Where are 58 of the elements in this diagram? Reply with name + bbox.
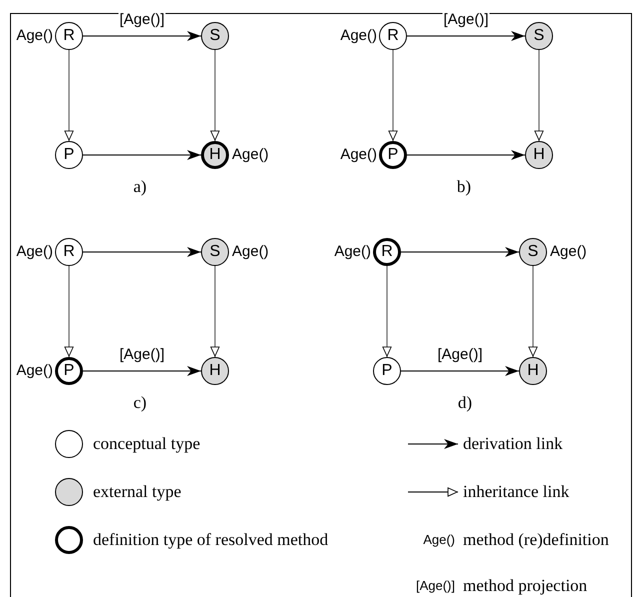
node-letter: P <box>64 147 74 163</box>
panel-caption: d) <box>458 394 472 411</box>
derivation-arrow <box>406 150 526 160</box>
method-label: Age() <box>340 147 377 162</box>
method-label: Age() <box>16 28 53 43</box>
edge-label: [Age()] <box>118 12 166 27</box>
edge-label: [Age()] <box>118 347 166 362</box>
inheritance-arrow <box>64 50 74 142</box>
derivation-arrow <box>82 247 202 257</box>
derivation-arrow <box>82 366 202 376</box>
node-letter: H <box>533 147 545 163</box>
inheritance-arrow <box>382 266 392 358</box>
node-letter: H <box>209 363 221 379</box>
legend-sample-text: Age() <box>423 533 455 546</box>
method-label: Age() <box>16 363 53 378</box>
node-letter: R <box>63 28 75 44</box>
inheritance-arrow <box>210 266 220 358</box>
inheritance-arrow <box>534 50 544 142</box>
node-letter: P <box>64 363 74 379</box>
legend-text: method (re)definition <box>463 531 609 548</box>
inheritance-arrow <box>210 50 220 142</box>
method-label: Age() <box>334 244 371 259</box>
derivation-arrow <box>400 366 520 376</box>
legend-text: definition type of resolved method <box>93 531 328 548</box>
legend-sample-text: [Age()] <box>416 579 455 592</box>
legend-text: method projection <box>463 577 588 594</box>
legend-text: external type <box>93 483 182 500</box>
node-letter: R <box>387 28 399 44</box>
node-letter: P <box>388 147 398 163</box>
node-letter: R <box>381 244 393 260</box>
inheritance-arrow <box>64 266 74 358</box>
legend-text: inheritance link <box>463 483 570 500</box>
legend-text: conceptual type <box>93 435 200 452</box>
node-letter: S <box>210 244 220 260</box>
node-letter: S <box>210 28 220 44</box>
method-label: Age() <box>550 244 587 259</box>
method-label: Age() <box>340 28 377 43</box>
derivation-arrow <box>406 31 526 41</box>
node-letter: R <box>63 244 75 260</box>
method-label: Age() <box>232 147 269 162</box>
node-letter: P <box>382 363 392 379</box>
node-letter: H <box>527 363 539 379</box>
panel-caption: c) <box>133 394 147 411</box>
derivation-arrow <box>82 31 202 41</box>
edge-label: [Age()] <box>436 347 484 362</box>
method-label: Age() <box>16 244 53 259</box>
inheritance-arrow <box>388 50 398 142</box>
derivation-arrow <box>400 247 520 257</box>
node-letter: S <box>528 244 538 260</box>
derivation-arrow <box>82 150 202 160</box>
panel-caption: b) <box>456 178 472 195</box>
node-letter: S <box>534 28 544 44</box>
legend-text: derivation link <box>463 435 563 452</box>
inheritance-arrow <box>528 266 538 358</box>
node-letter: H <box>209 147 221 163</box>
method-label: Age() <box>232 244 269 259</box>
panel-caption: a) <box>133 178 147 195</box>
edge-label: [Age()] <box>442 12 490 27</box>
